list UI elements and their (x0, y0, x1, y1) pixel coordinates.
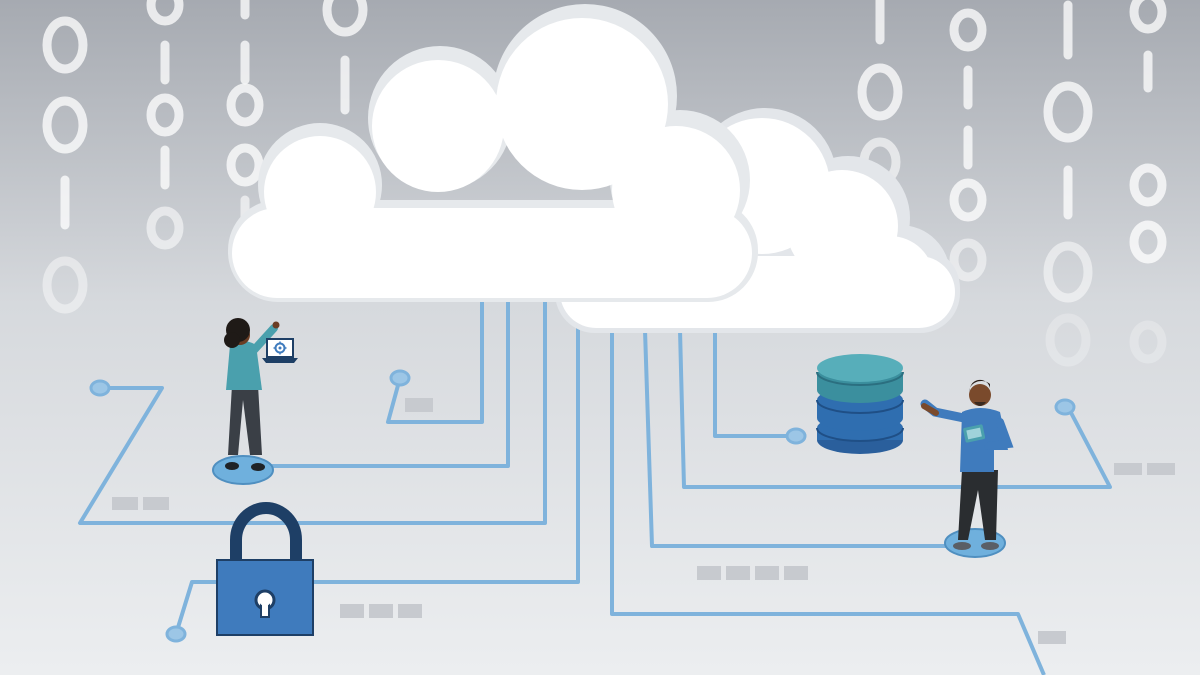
database-icon (816, 354, 904, 454)
gear-icon (273, 341, 287, 355)
circuit-chips (112, 398, 1175, 644)
platform (212, 455, 274, 485)
circuit-traces (78, 300, 1112, 675)
laptop-icon (262, 338, 298, 363)
padlock-icon (216, 502, 314, 636)
binary-rain (42, 0, 1167, 367)
tablet-icon (963, 424, 986, 443)
person-woman (212, 318, 298, 485)
cloud-icon (228, 4, 960, 333)
circuit-nodes (89, 369, 1076, 643)
person-man (920, 379, 1014, 558)
